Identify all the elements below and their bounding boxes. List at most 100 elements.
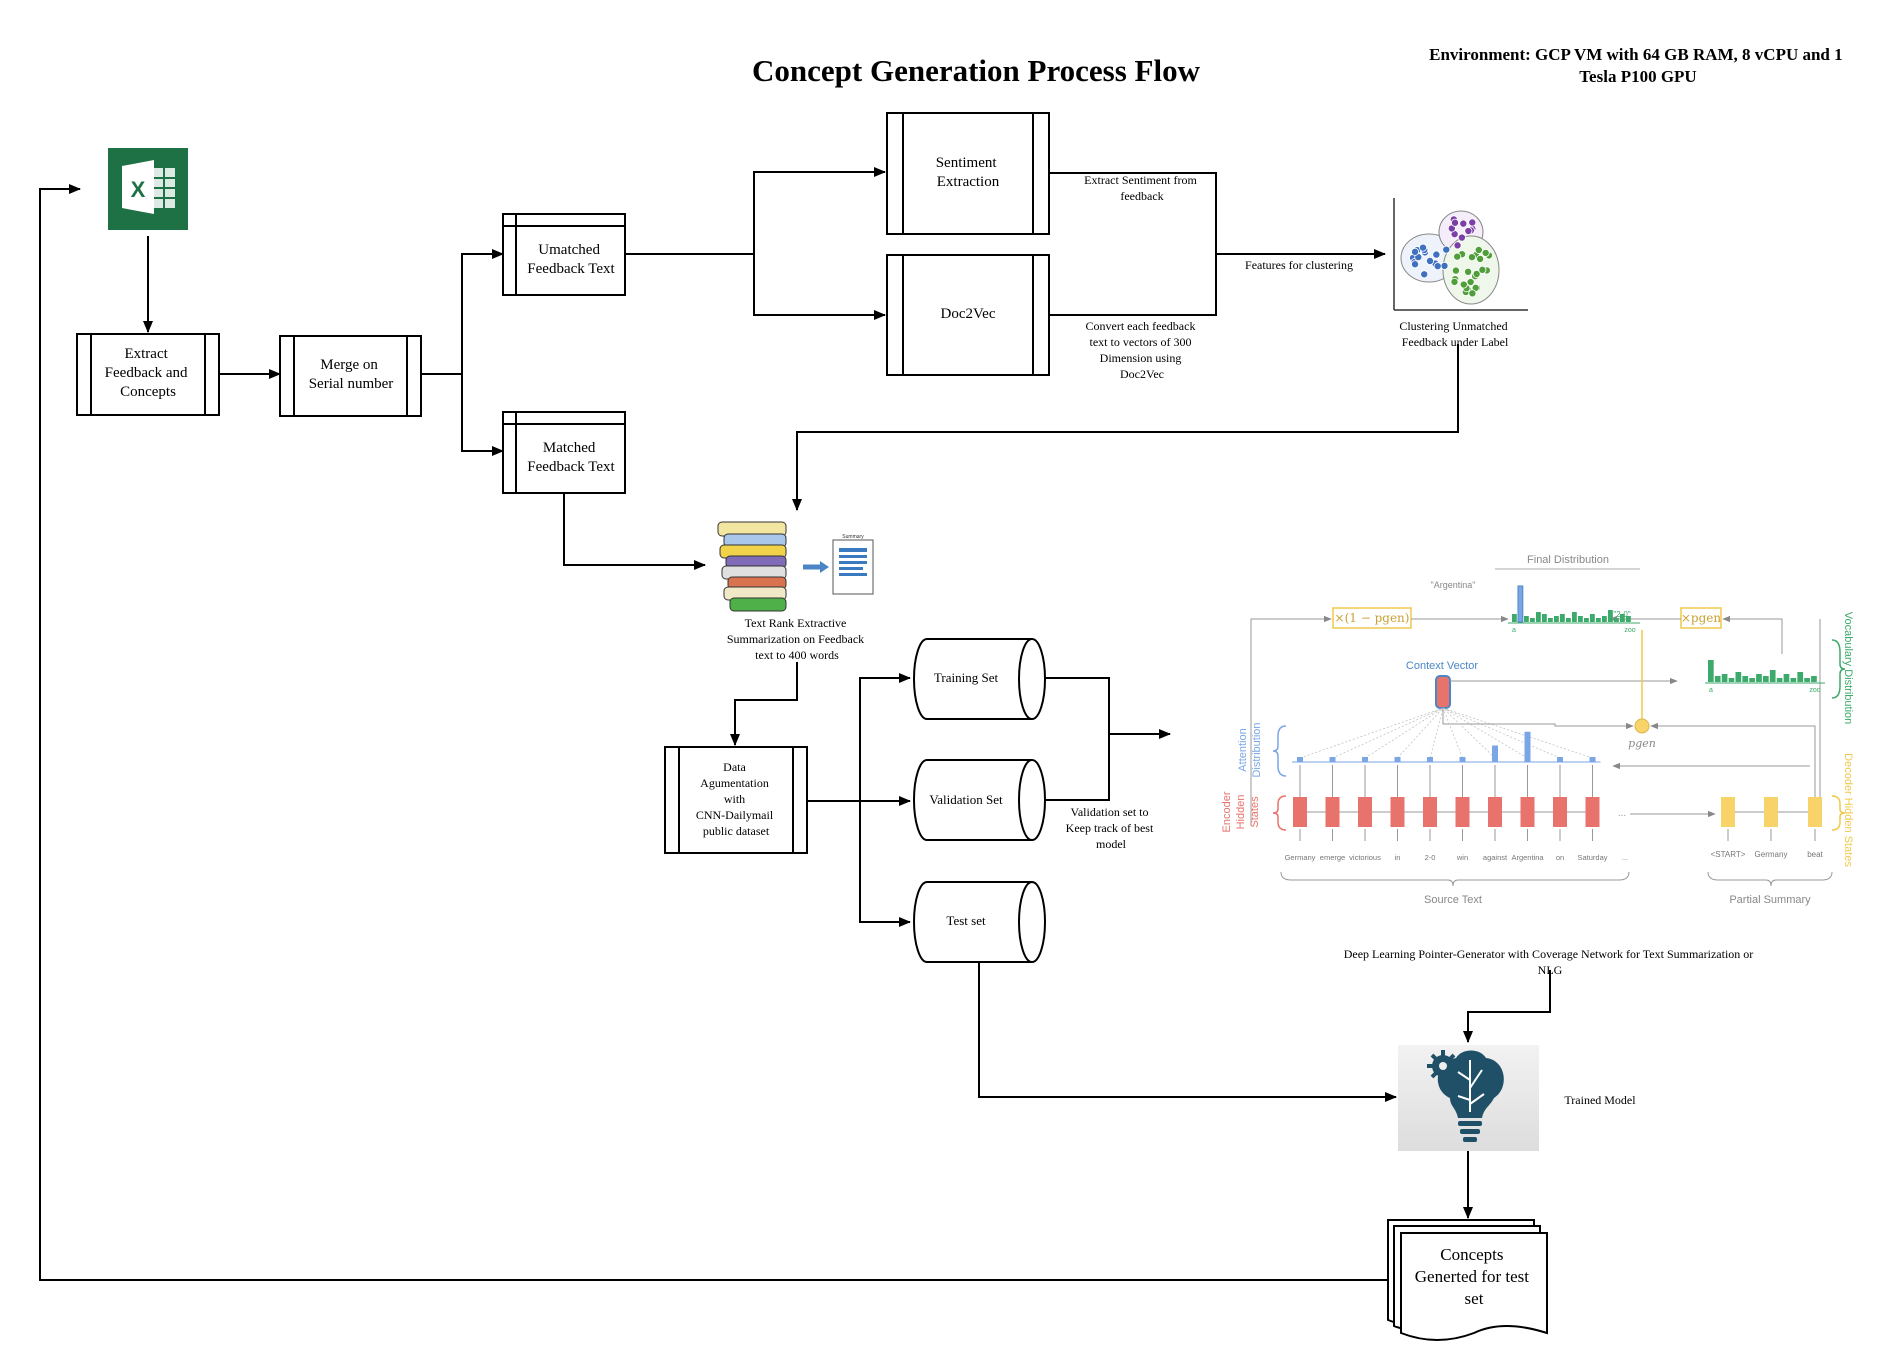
- cluster-dot: [1476, 254, 1485, 263]
- book-stack-summary-icon: Summary: [717, 521, 874, 612]
- matched-node: Matched Feedback Text: [502, 411, 626, 494]
- cluster-dot: [1451, 218, 1460, 227]
- svg-text:Sentiment Extraction: Sentiment Extraction: [936, 155, 1001, 190]
- test-set-node: Test set: [913, 881, 1046, 963]
- vocabulary-distribution-bar: [1769, 670, 1776, 682]
- doc2vec-note: Convert each feedback text to vectors of…: [1086, 319, 1199, 381]
- test-set-label: Test set: [946, 913, 986, 928]
- final-distribution-bar: [1512, 614, 1517, 622]
- encoder-ellipsis: ...: [1618, 808, 1626, 819]
- cluster-dot: [1468, 218, 1477, 227]
- network-caption: Deep Learning Pointer-Generator with Cov…: [1344, 947, 1757, 977]
- attention-link: [1442, 707, 1528, 759]
- vocabulary-distribution-bar: [1735, 672, 1742, 682]
- vocabulary-distribution-bar: [1811, 676, 1817, 682]
- cluster-dot: [1472, 269, 1481, 278]
- cluster-dot: [1457, 233, 1466, 242]
- edge-matched-to-summary: [563, 494, 706, 570]
- summary-word: Germany: [1755, 850, 1788, 859]
- attention-link: [1442, 707, 1593, 759]
- vocabulary-distribution-bar: [1714, 676, 1721, 682]
- final-distribution-bar: [1578, 616, 1583, 622]
- cluster-dot: [1453, 241, 1462, 250]
- edge-test-to-model: [978, 962, 1397, 1102]
- attention-link: [1442, 707, 1463, 759]
- encoder-cell: [1325, 797, 1340, 827]
- doc2vec-note-line-3: Dimension using: [1100, 351, 1182, 365]
- edge-training-validation-join: [1043, 677, 1110, 801]
- edge-split-to-unmatched: [461, 249, 504, 374]
- cluster-dot: [1481, 248, 1490, 257]
- argentina-quote-label: "Argentina": [1431, 580, 1476, 590]
- svg-text:Umatched Feedback Text: Umatched Feedback Text: [527, 242, 615, 277]
- cluster-dot: [1474, 245, 1483, 254]
- sentiment-label-1: Sentiment: [936, 155, 998, 171]
- augmentation-label-2: Agumentation: [700, 776, 769, 790]
- summary-doc-heading: Summary: [842, 534, 864, 540]
- vocabulary-distribution-bar: [1728, 678, 1735, 682]
- summarization-label-line-2: Summarization on Feedback: [727, 632, 864, 646]
- pointer-generator-network-figure: Final Distribution "Argentina" "2-0" ×(1…: [1221, 554, 1854, 906]
- encoder-cell: [1455, 797, 1470, 827]
- augmentation-node: Data Agumentation with CNN-Dailymail pub…: [664, 746, 808, 854]
- attention-bar: [1297, 757, 1303, 762]
- source-word: victorious: [1349, 853, 1381, 862]
- cluster-dot: [1464, 267, 1473, 276]
- matched-label-1: Matched: [543, 440, 596, 456]
- merge-node: Merge on Serial number: [279, 335, 422, 417]
- encoder-cell: [1520, 797, 1535, 827]
- encoder-cell: [1553, 797, 1567, 827]
- concepts-output-node: Concepts Generted for test set: [1387, 1219, 1548, 1341]
- edge-concepts-back-to-excel: [39, 184, 1388, 1281]
- final-distribution-bar: [1572, 612, 1577, 622]
- sentiment-note: Extract Sentiment from feedback: [1084, 173, 1200, 203]
- cluster-dot: [1459, 280, 1468, 289]
- final-distribution-bar: [1524, 616, 1529, 622]
- context-vector-block: [1435, 675, 1451, 709]
- source-word: Germany: [1285, 853, 1316, 862]
- source-word: Saturday: [1577, 853, 1607, 862]
- validation-set-label: Validation Set: [929, 792, 1003, 807]
- doc2vec-node: Doc2Vec: [886, 254, 1050, 376]
- edge-split-to-matched: [461, 374, 504, 456]
- cluster-dot: [1432, 250, 1441, 259]
- attention-bar: [1427, 757, 1433, 762]
- cluster-dot: [1468, 289, 1477, 298]
- final-dist-axis-start: a: [1512, 627, 1516, 634]
- final-distribution-bar: [1590, 614, 1595, 622]
- svg-text:Extract Feedback and: Extract Feedback and Concepts: [105, 346, 192, 400]
- network-caption-line-1: Deep Learning Pointer-Generator with Cov…: [1344, 947, 1754, 961]
- final-distribution-bar: [1530, 618, 1535, 622]
- attention-link: [1442, 707, 1496, 759]
- validation-note: Validation set to Keep track of best mod…: [1066, 805, 1157, 851]
- cluster-dot: [1420, 270, 1429, 279]
- encoder-cell: [1585, 797, 1600, 827]
- page-title: Concept Generation Process Flow: [752, 53, 1201, 88]
- svg-text:Concepts Generted for te: Concepts Generted for test set: [1415, 1245, 1533, 1308]
- features-note: Features for clustering: [1245, 258, 1353, 272]
- svg-text:Matched Feedback Text: Matched Feedback Text: [527, 440, 615, 475]
- encoder-label-line-3: States: [1249, 796, 1261, 828]
- attention-link: [1364, 707, 1444, 759]
- validation-set-node: Validation Set: [913, 759, 1046, 841]
- augmentation-label-1: Data: [723, 760, 746, 774]
- doc2vec-label: Doc2Vec: [941, 306, 996, 322]
- cluster-dot: [1453, 252, 1462, 261]
- attention-link: [1442, 707, 1561, 759]
- final-distribution-bar: [1566, 618, 1571, 622]
- attention-bar: [1394, 757, 1401, 762]
- vocabulary-distribution-bar: [1797, 672, 1804, 682]
- cluster-dot: [1419, 243, 1428, 252]
- encoder-cell: [1293, 797, 1307, 827]
- final-distribution-bar: [1608, 610, 1613, 622]
- final-distribution-bar: [1620, 614, 1625, 622]
- validation-note-line-2: Keep track of best: [1066, 821, 1154, 835]
- vocab-dist-axis-start: a: [1709, 687, 1713, 694]
- cluster-dot: [1411, 260, 1420, 269]
- training-set-node: Training Set: [913, 638, 1046, 720]
- edge-branch-to-doc2vec: [753, 254, 886, 320]
- vocabulary-distribution-bar: [1749, 678, 1755, 682]
- encoder-label-line-1: Encoder: [1221, 791, 1233, 832]
- network-caption-line-2: NLG: [1538, 963, 1563, 977]
- cluster-dot: [1426, 257, 1435, 266]
